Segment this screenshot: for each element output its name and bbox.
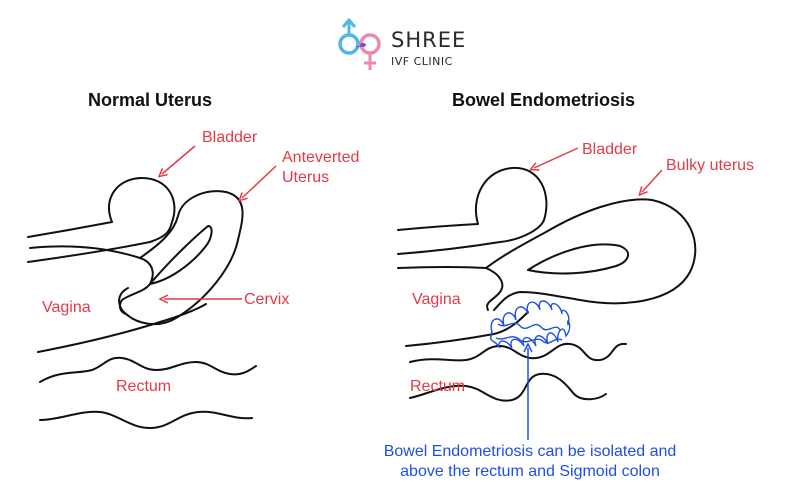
normal-uterus-title: Normal Uterus bbox=[88, 90, 213, 110]
right-vagina-label: Vagina bbox=[412, 291, 461, 308]
right-uterine-cavity bbox=[527, 243, 630, 275]
bowel-endometriosis-title: Bowel Endometriosis bbox=[452, 90, 636, 110]
right-rectum-lower bbox=[409, 372, 607, 402]
left-cervix-outline bbox=[118, 257, 154, 315]
right-bladder-outline bbox=[397, 166, 548, 255]
endometriosis-caption: Bowel Endometriosis can be isolated and … bbox=[330, 442, 730, 482]
left-vagina-lower-wall bbox=[37, 303, 207, 353]
right-bladder-arrow bbox=[534, 147, 579, 168]
endometriosis-lesion bbox=[490, 300, 571, 349]
right-rectum-label: Rectum bbox=[410, 378, 466, 395]
gender-symbols-icon bbox=[338, 17, 381, 70]
left-bladder-label: Bladder bbox=[202, 129, 258, 146]
left-uterus-label-line2: Uterus bbox=[282, 169, 330, 186]
right-cervix-outline bbox=[485, 267, 504, 311]
left-rectum-upper bbox=[39, 356, 257, 383]
clinic-logo: SHREE IVF CLINIC bbox=[334, 16, 474, 76]
left-vagina-label: Vagina bbox=[42, 299, 91, 316]
right-vagina-lower-wall bbox=[405, 311, 529, 347]
logo-name: SHREE bbox=[391, 28, 467, 52]
left-rectum-label: Rectum bbox=[116, 378, 172, 395]
right-bladder-label: Bladder bbox=[582, 141, 638, 158]
caption-line-1: Bowel Endometriosis can be isolated and bbox=[383, 443, 677, 460]
caption-line-2: above the rectum and Sigmoid colon bbox=[400, 463, 660, 480]
left-uterus-label-line1: Anteverted bbox=[282, 149, 360, 166]
right-uterus-label: Bulky uterus bbox=[666, 157, 755, 174]
left-cervix-label: Cervix bbox=[244, 291, 290, 308]
left-bladder-outline bbox=[27, 177, 176, 263]
left-rectum-lower bbox=[39, 410, 253, 429]
logo-subtitle: IVF CLINIC bbox=[391, 55, 453, 68]
right-uterus-arrow bbox=[642, 169, 663, 192]
left-uterus-arrow bbox=[242, 165, 277, 198]
right-rectum-upper bbox=[409, 342, 627, 363]
right-uterus-outline bbox=[397, 198, 697, 311]
left-bladder-arrow bbox=[162, 145, 196, 174]
left-uterine-cavity bbox=[149, 225, 213, 285]
